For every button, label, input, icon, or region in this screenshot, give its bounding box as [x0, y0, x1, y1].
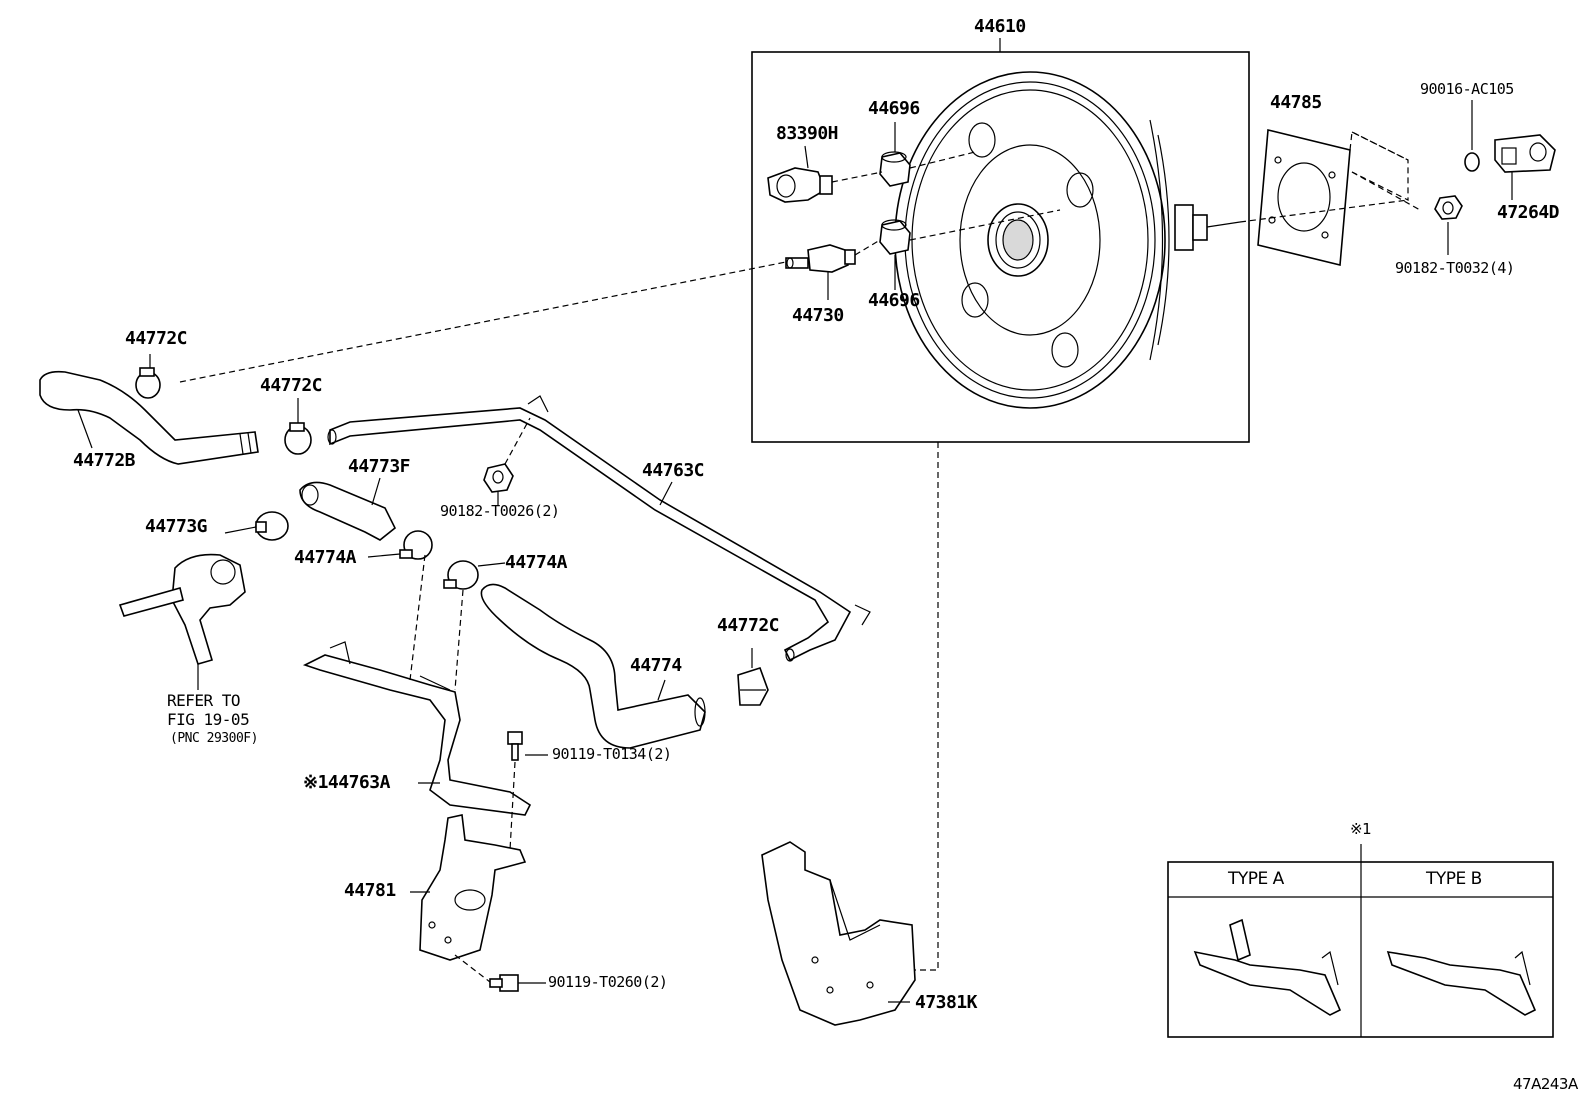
label-47264D: 47264D — [1497, 202, 1560, 223]
grommet-44696-bottom — [879, 219, 911, 255]
label-44772C-a: 44772C — [125, 328, 188, 349]
washer-90016 — [1464, 152, 1480, 172]
label-44610: 44610 — [974, 16, 1026, 37]
label-44773F: 44773F — [348, 456, 411, 477]
label-90119-t0260: 90119-T0260(2) — [548, 973, 668, 991]
check-valve-83390H — [767, 167, 833, 203]
hose-44773F — [299, 481, 397, 541]
refer-note-line2: FIG 19-05 — [167, 710, 250, 729]
clamp-44772C-b — [284, 422, 312, 455]
bracket-44781 — [419, 814, 527, 961]
label-90119-t0134: 90119-T0134(2) — [552, 745, 672, 763]
pipe-44763C — [327, 395, 871, 662]
label-44772C-b: 44772C — [260, 375, 323, 396]
bracket-47381K — [761, 841, 916, 1026]
bracket-44763A — [302, 641, 532, 816]
clevis-47264D — [1494, 134, 1556, 173]
refer-note-line1: REFER TO — [167, 691, 241, 710]
label-44730: 44730 — [792, 305, 844, 326]
note-mark: ※1 — [1350, 820, 1372, 838]
label-44773G: 44773G — [145, 516, 208, 537]
clamp-44774A-b — [443, 560, 479, 590]
label-44696-bottom: 44696 — [868, 290, 920, 311]
label-44696-top: 44696 — [868, 98, 920, 119]
clamp-44774A-a — [399, 530, 433, 560]
gasket-44785 — [1257, 129, 1351, 266]
label-44772C-c: 44772C — [717, 615, 780, 636]
label-44774: 44774 — [630, 655, 682, 676]
label-44774A-a: 44774A — [294, 547, 357, 568]
label-83390H: 83390H — [776, 123, 839, 144]
type-variants-box — [1167, 844, 1554, 1038]
label-44785: 44785 — [1270, 92, 1322, 113]
clamp-44773G — [255, 511, 289, 541]
label-type-b: TYPE B — [1426, 869, 1482, 889]
bolt-90119-t0134 — [507, 731, 523, 761]
brake-booster — [894, 71, 1241, 409]
clamp-44772C-c — [737, 667, 769, 706]
nut-90182-t0032 — [1434, 195, 1463, 220]
label-90182-t0026: 90182-T0026(2) — [440, 502, 560, 520]
clamp-44772C-a — [135, 367, 161, 399]
label-90182-t0032: 90182-T0032(4) — [1395, 259, 1515, 277]
label-44763C: 44763C — [642, 460, 705, 481]
drawing-code: 47A243A — [1513, 1075, 1578, 1093]
label-90016-ac105: 90016-AC105 — [1420, 80, 1514, 98]
label-44763A: ※144763A — [303, 772, 390, 793]
vacuum-pump-reference — [118, 553, 246, 665]
label-44772B: 44772B — [73, 450, 136, 471]
label-type-a: TYPE A — [1228, 869, 1284, 889]
label-44774A-b: 44774A — [505, 552, 568, 573]
label-47381K: 47381K — [915, 992, 978, 1013]
union-44730 — [785, 244, 856, 273]
label-44781: 44781 — [344, 880, 396, 901]
bolt-90119-t0260 — [489, 974, 519, 992]
nut-90182-t0026 — [483, 463, 514, 493]
refer-note-line3: (PNC 29300F) — [170, 731, 258, 746]
grommet-44696-top — [879, 151, 911, 187]
hose-44772B — [39, 370, 259, 465]
hose-44774 — [480, 583, 706, 749]
